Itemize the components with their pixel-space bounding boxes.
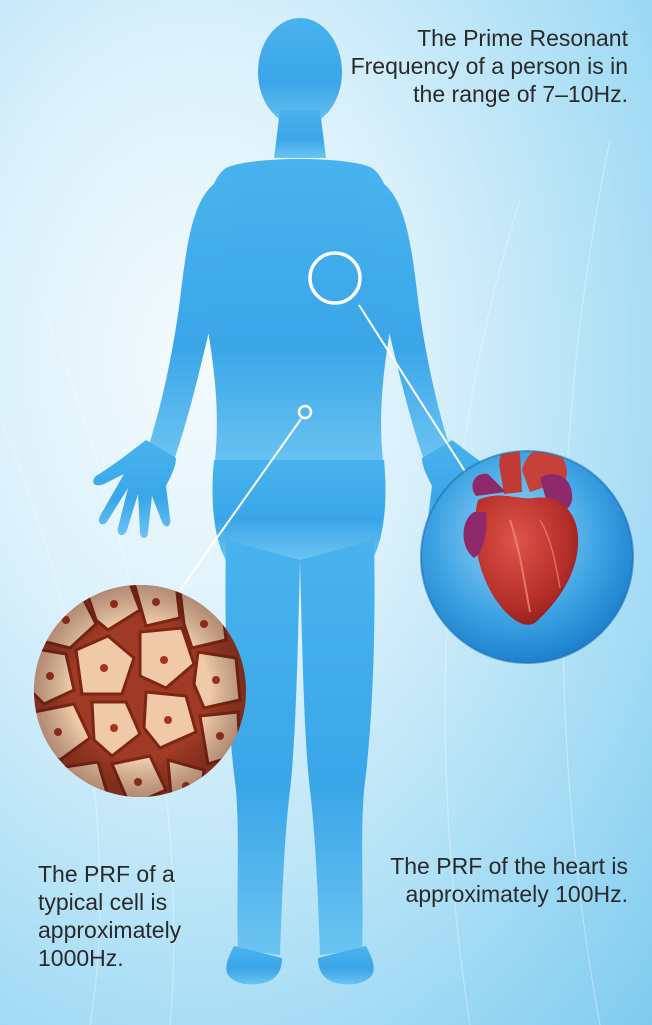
cell-tissue-illustration-icon (26, 576, 246, 808)
person-frequency-caption: The Prime Resonant Frequency of a person… (348, 24, 628, 108)
heart-frequency-caption: The PRF of the heart is approximately 10… (388, 852, 628, 908)
cell-frequency-caption: The PRF of a typical cell is approximate… (38, 860, 208, 972)
